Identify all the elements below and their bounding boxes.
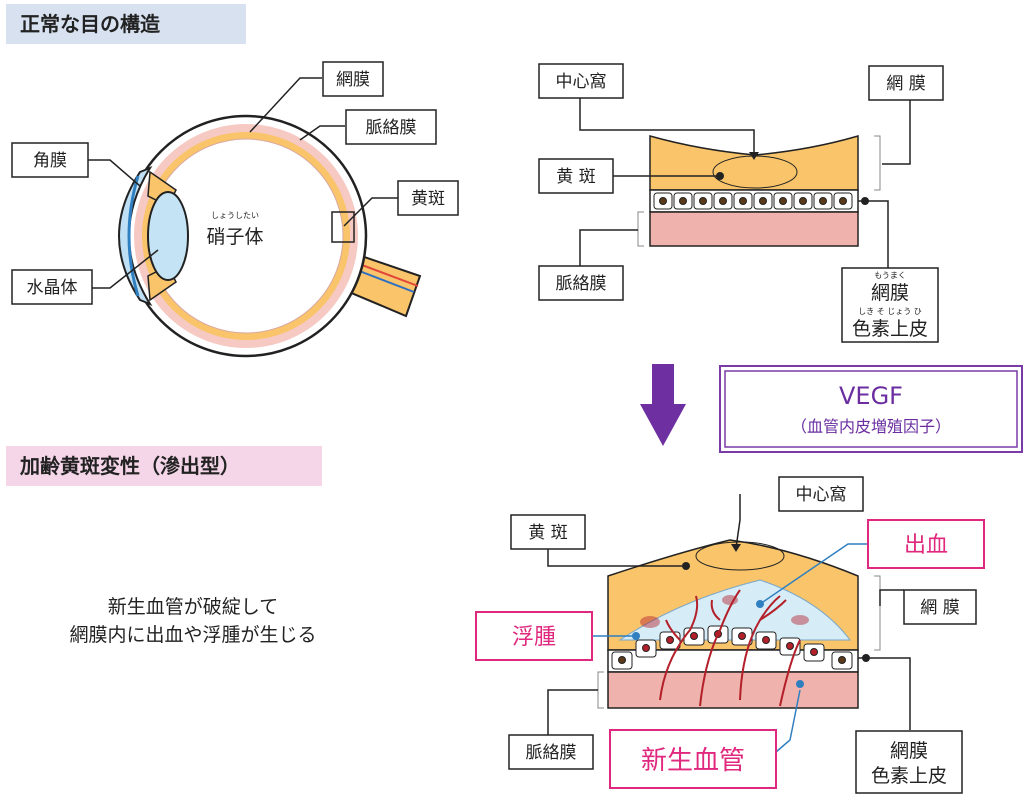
section-title-amd: 加齢黄斑変性（滲出型） bbox=[6, 446, 322, 486]
eye-leader-lines bbox=[88, 77, 398, 289]
label-normal-macula: 黄 斑 bbox=[538, 158, 614, 194]
down-arrow bbox=[640, 364, 686, 446]
svg-text:（血管内皮増殖因子）: （血管内皮増殖因子） bbox=[791, 417, 951, 436]
svg-text:浮腫: 浮腫 bbox=[512, 625, 556, 650]
svg-text:色素上皮: 色素上皮 bbox=[852, 318, 928, 340]
svg-text:黄 斑: 黄 斑 bbox=[556, 167, 595, 187]
label-amd-fovea: 中心窩 bbox=[778, 476, 864, 512]
svg-text:出血: 出血 bbox=[904, 533, 948, 558]
label-eye-lens: 水晶体 bbox=[11, 269, 93, 305]
neovessel-dot bbox=[796, 680, 804, 688]
amd-macula-dot bbox=[682, 562, 690, 570]
svg-text:しき そ じょう ひ: しき そ じょう ひ bbox=[858, 307, 922, 316]
label-eye-macula: 黄斑 bbox=[397, 180, 459, 216]
label-amd-hemorrhage: 出血 bbox=[867, 519, 985, 569]
label-amd-macula: 黄 斑 bbox=[510, 514, 586, 550]
rpe-dot bbox=[861, 197, 869, 205]
macula-dot bbox=[716, 172, 724, 180]
label-amd-neovessel: 新生血管 bbox=[609, 729, 777, 789]
svg-text:網 膜: 網 膜 bbox=[886, 74, 925, 94]
label-eye-retina: 網膜 bbox=[322, 61, 384, 97]
amd-blue-leaders bbox=[592, 543, 868, 753]
svg-text:中心窩: 中心窩 bbox=[556, 72, 607, 92]
svg-text:網膜: 網膜 bbox=[336, 70, 370, 90]
description-line-1: 新生血管が破綻して bbox=[108, 596, 278, 618]
svg-text:硝子体: 硝子体 bbox=[206, 226, 263, 248]
amd-rpe-dot bbox=[862, 654, 870, 662]
svg-text:VEGF: VEGF bbox=[839, 382, 903, 410]
section-title-normal: 正常な目の構造 bbox=[6, 4, 246, 44]
amd-fovea-arrow-head bbox=[731, 544, 741, 552]
description-line-2: 網膜内に出血や浮腫が生じる bbox=[69, 624, 316, 646]
vegf-box: VEGF （血管内皮増殖因子） bbox=[719, 365, 1023, 453]
svg-text:色素上皮: 色素上皮 bbox=[871, 765, 947, 787]
svg-text:黄 斑: 黄 斑 bbox=[528, 523, 567, 543]
label-amd-rpe: 網膜 色素上皮 bbox=[855, 730, 963, 794]
amd-leader-lines bbox=[547, 494, 911, 738]
svg-text:網 膜: 網 膜 bbox=[920, 598, 959, 618]
label-normal-retina: 網 膜 bbox=[868, 65, 944, 101]
fovea-arrow-head bbox=[749, 152, 759, 160]
svg-text:水晶体: 水晶体 bbox=[27, 278, 78, 298]
svg-text:もうまく: もうまく bbox=[874, 271, 906, 280]
label-eye-vitreous: しょうしたい 硝子体 bbox=[190, 208, 280, 254]
hemorrhage-dot bbox=[756, 600, 764, 608]
svg-text:黄斑: 黄斑 bbox=[411, 189, 445, 209]
label-eye-choroid: 脈絡膜 bbox=[345, 109, 437, 145]
label-amd-retina: 網 膜 bbox=[903, 589, 977, 625]
label-amd-edema: 浮腫 bbox=[475, 611, 593, 661]
svg-text:脈絡膜: 脈絡膜 bbox=[366, 118, 417, 138]
normal-retina-section bbox=[637, 135, 881, 247]
hemorrhage-spots bbox=[640, 595, 809, 628]
svg-text:脈絡膜: 脈絡膜 bbox=[526, 743, 577, 763]
svg-text:中心窩: 中心窩 bbox=[796, 485, 847, 505]
label-normal-rpe: もうまく 網膜 しき そ じょう ひ 色素上皮 bbox=[841, 267, 939, 343]
svg-text:新生血管: 新生血管 bbox=[641, 746, 745, 776]
svg-text:脈絡膜: 脈絡膜 bbox=[556, 274, 607, 294]
svg-text:網膜: 網膜 bbox=[890, 740, 928, 762]
svg-text:網膜: 網膜 bbox=[871, 282, 909, 304]
edema-dot bbox=[632, 632, 640, 640]
amd-retina-section bbox=[597, 539, 881, 709]
svg-text:しょうしたい: しょうしたい bbox=[211, 211, 259, 220]
label-eye-cornea: 角膜 bbox=[11, 142, 89, 178]
label-normal-fovea: 中心窩 bbox=[538, 63, 624, 99]
label-normal-choroid: 脈絡膜 bbox=[538, 265, 624, 301]
label-amd-choroid: 脈絡膜 bbox=[508, 734, 594, 770]
svg-text:角膜: 角膜 bbox=[33, 151, 67, 171]
neovessels bbox=[659, 589, 801, 707]
